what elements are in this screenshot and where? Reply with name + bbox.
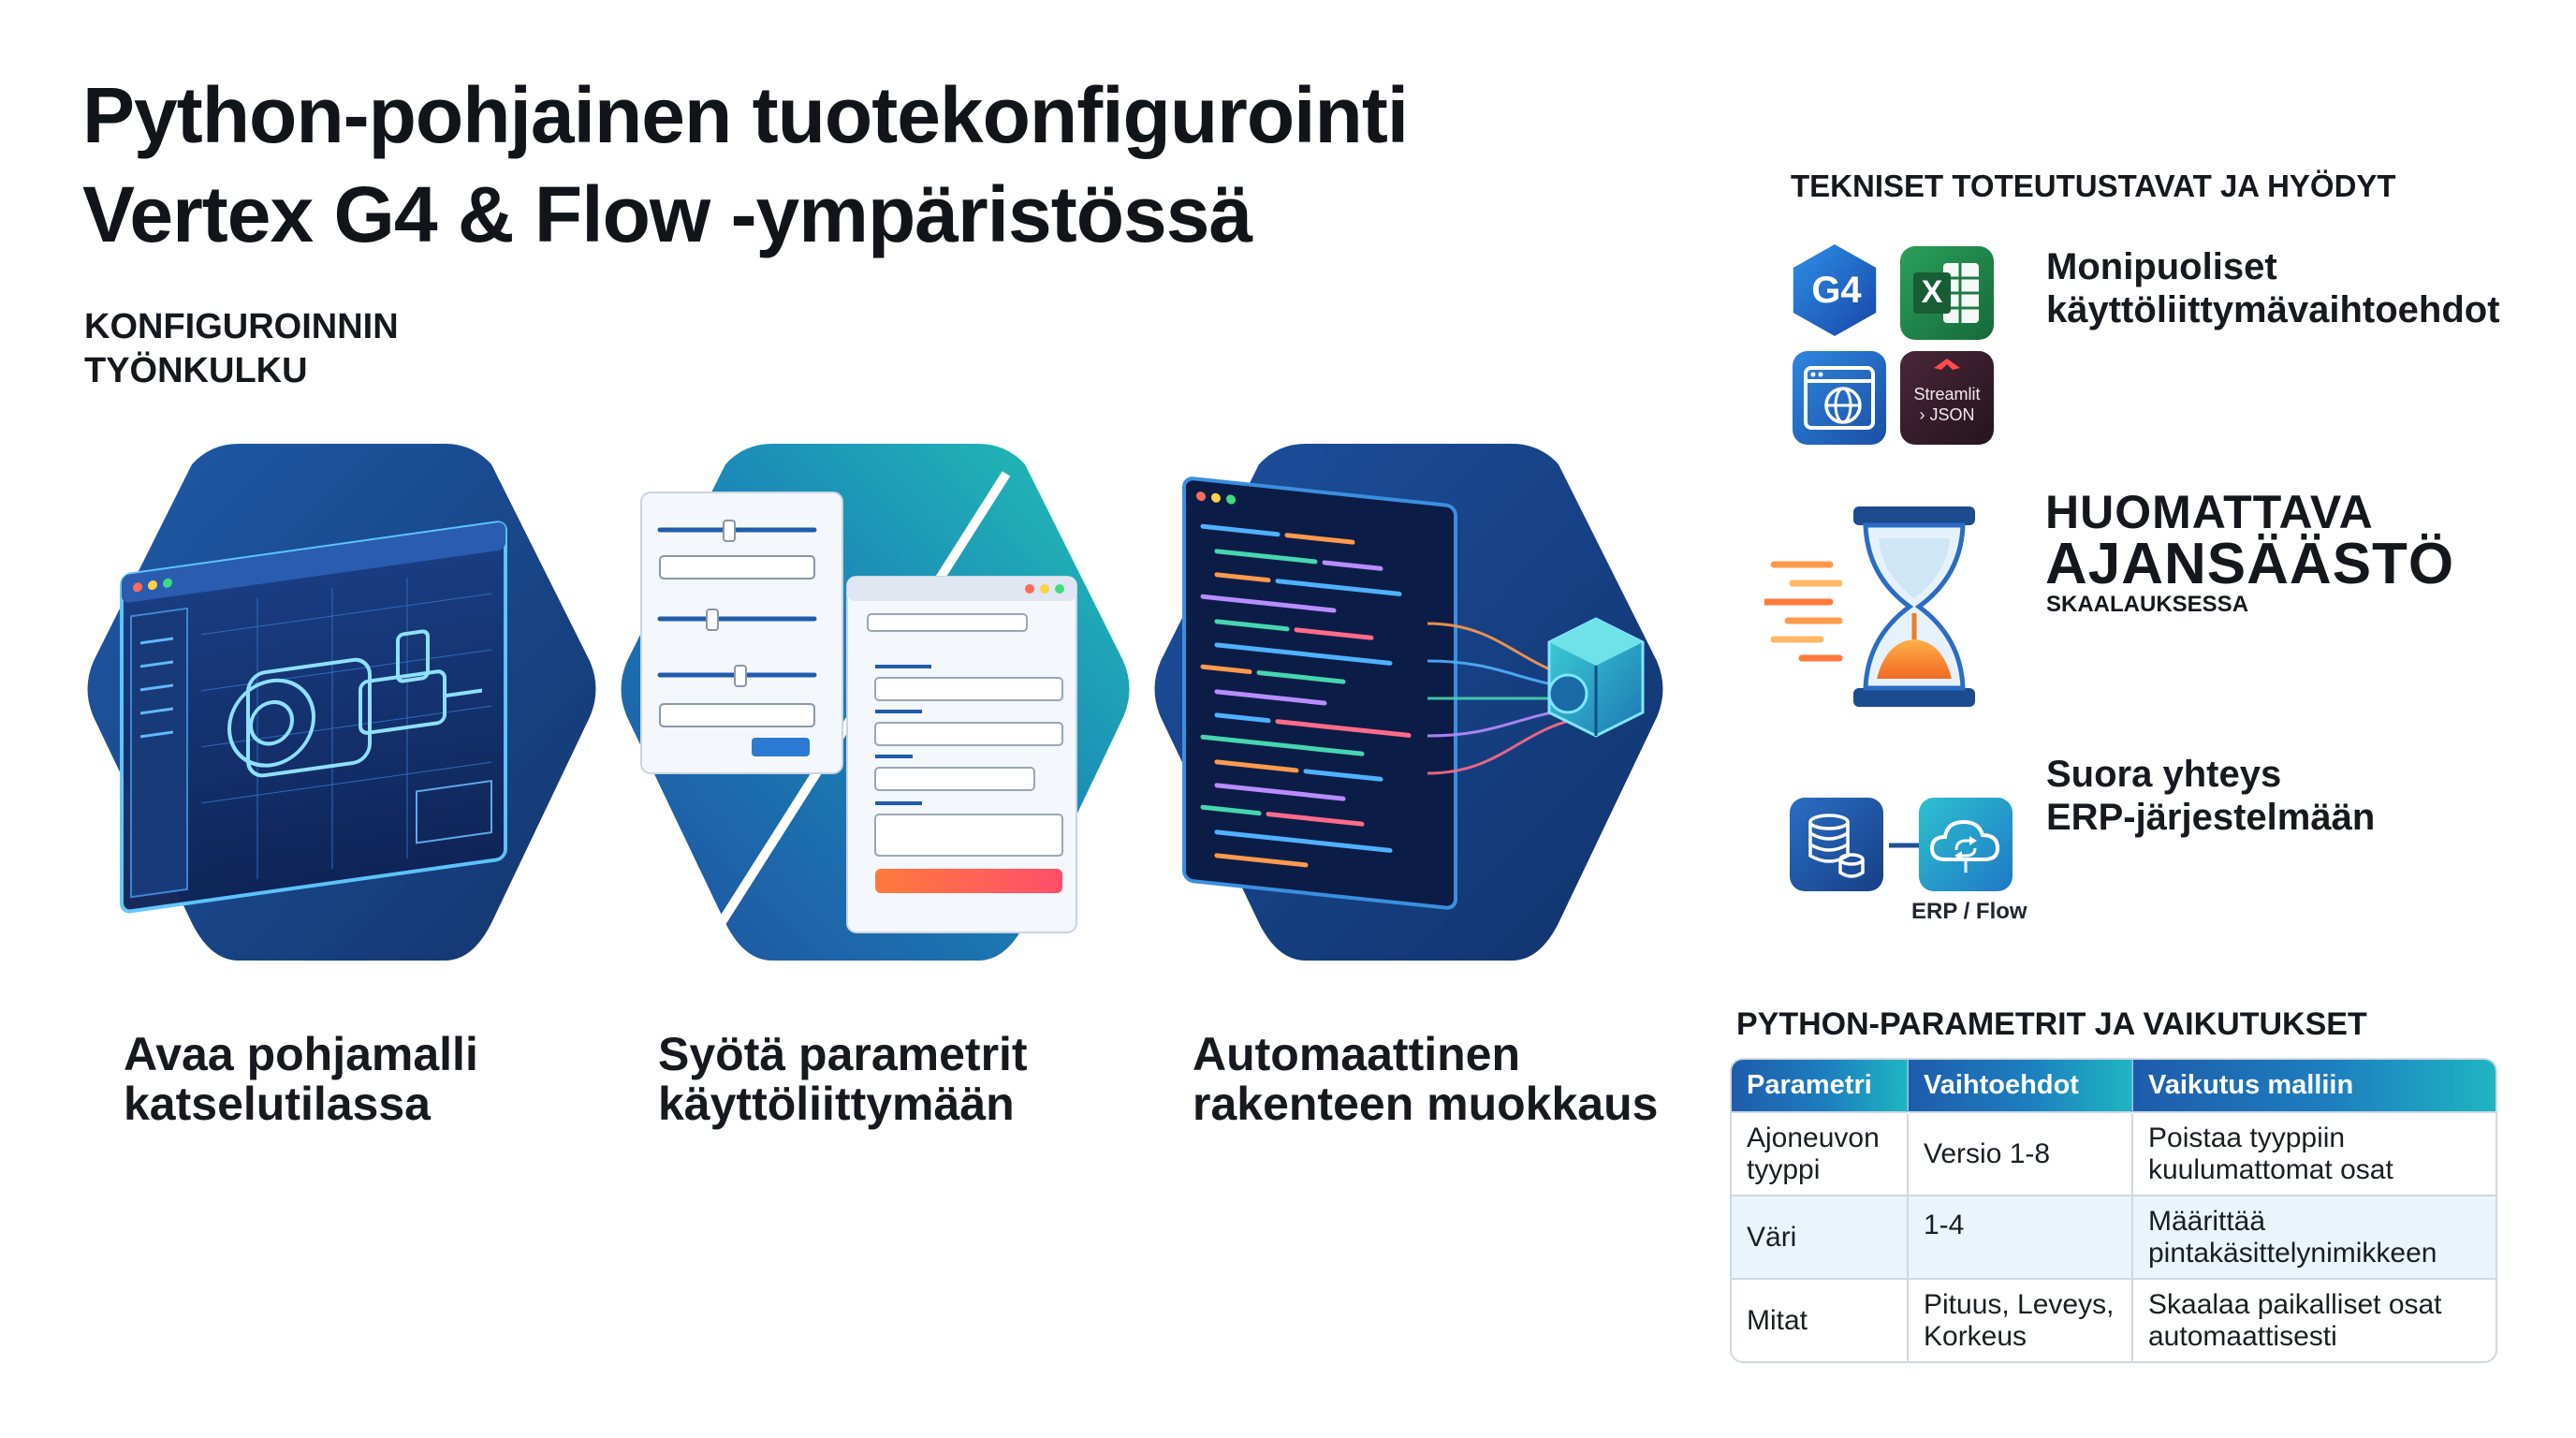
streamlit-label: Streamlit	[1913, 385, 1981, 404]
g4-icon: G4	[1788, 243, 1881, 337]
cell-text: Ajoneuvon	[1747, 1122, 1880, 1153]
table-row: Ajoneuvon tyyppi Versio 1-8 Poistaa tyyp…	[1732, 1110, 2496, 1196]
table-cell: Versio 1-8	[1908, 1110, 2133, 1196]
table-cell: Pituus, Leveys, Korkeus	[1908, 1278, 2133, 1361]
table-row: Väri 1-4 Määrittää pintakäsittelynimikke…	[1732, 1195, 2496, 1280]
cell-text: Korkeus	[1924, 1320, 2027, 1352]
streamlit-json-icon: Streamlit › JSON	[1900, 351, 1994, 445]
step2-illustration	[621, 444, 1130, 963]
column-header: Vaikutus malliin	[2132, 1060, 2496, 1112]
cell-text: Väri	[1747, 1221, 1797, 1253]
step1-caption-line2: katselutilassa	[124, 1078, 431, 1130]
table-cell: Poistaa tyyppiin kuulumattomat osat	[2132, 1110, 2496, 1196]
time-saving-title-line1: HUOMATTAVA	[2045, 486, 2374, 538]
ui-options-title-line2: käyttöliittymävaihtoehdot	[2046, 289, 2500, 330]
web-browser-icon	[1793, 351, 1886, 445]
hourglass-icon	[1764, 506, 1975, 707]
ui-options-title: Monipuoliset käyttöliittymävaihtoehdot	[2046, 245, 2500, 331]
step2-caption-line1: Syötä parametrit	[658, 1028, 1028, 1080]
table-cell: Skaalaa paikalliset osat automaattisesti	[2132, 1278, 2496, 1361]
table-header-row: Parametri Vaihtoehdot Vaikutus malliin	[1732, 1060, 2496, 1112]
time-saving-title-line2: AJANSÄÄSTÖ	[2045, 532, 2455, 596]
database-icon	[1790, 798, 1883, 891]
table-cell: 1-4	[1908, 1195, 2133, 1280]
step3-caption-line1: Automaattinen	[1193, 1028, 1520, 1080]
cell-text: Pituus, Leveys,	[1924, 1288, 2115, 1320]
workflow-heading: KONFIGUROINNIN TYÖNKULKU	[84, 305, 399, 393]
excel-label: X	[1921, 274, 1943, 310]
cell-text: 1-4	[1924, 1210, 1965, 1241]
params-heading: PYTHON-PARAMETRIT JA VAIKUTUKSET	[1736, 1006, 2367, 1042]
cell-text: kuulumattomat osat	[2148, 1153, 2393, 1185]
step3-caption-line2: rakenteen muokkaus	[1193, 1078, 1659, 1130]
excel-icon: X	[1900, 246, 1994, 340]
workflow-heading-line1: KONFIGUROINNIN	[84, 307, 399, 346]
step1-caption-line1: Avaa pohjamalli	[124, 1028, 478, 1080]
step3-caption: Automaattinen rakenteen muokkaus	[1193, 1030, 1658, 1129]
step2-caption: Syötä parametrit käyttöliittymään	[658, 1030, 1028, 1129]
table-cell: Ajoneuvon tyyppi	[1732, 1110, 1909, 1196]
step1-caption: Avaa pohjamalli katselutilassa	[124, 1030, 478, 1129]
step2-caption-line2: käyttöliittymään	[658, 1078, 1015, 1130]
cell-text: Skaalaa paikalliset osat	[2148, 1288, 2442, 1320]
tech-heading: TEKNISET TOTEUTUSTAVAT JA HYÖDYT	[1791, 169, 2396, 203]
erp-title: Suora yhteys ERP-järjestelmään	[2046, 753, 2375, 839]
page-title-line2: Vertex G4 & Flow -ympäristössä	[82, 170, 1252, 258]
cell-text: automaattisesti	[2148, 1320, 2337, 1352]
table-cell: Määrittää pintakäsittelynimikkeen	[2132, 1195, 2496, 1280]
erp-title-line2: ERP-järjestelmään	[2046, 797, 2376, 838]
time-saving-subtitle: SKAALAUKSESSA	[2046, 592, 2249, 617]
cell-text: pintakäsittelynimikkeen	[2148, 1237, 2437, 1269]
json-label: › JSON	[1919, 405, 1975, 424]
page-title: Python-pohjainen tuotekonfigurointi Vert…	[82, 66, 1409, 264]
cell-text: Mitat	[1747, 1304, 1808, 1336]
cell-text: Versio 1-8	[1924, 1137, 2051, 1169]
table-cell: Väri	[1732, 1195, 1909, 1280]
cell-text: Määrittää	[2148, 1205, 2266, 1237]
erp-flow-label: ERP / Flow	[1911, 899, 2027, 924]
step3-illustration	[1154, 444, 1663, 961]
erp-title-line1: Suora yhteys	[2046, 754, 2282, 795]
cell-text: Poistaa tyyppiin	[2148, 1122, 2346, 1153]
column-header: Vaihtoehdot	[1908, 1060, 2133, 1112]
page-title-line1: Python-pohjainen tuotekonfigurointi	[82, 71, 1409, 159]
step1-illustration	[87, 444, 596, 961]
cell-text: tyyppi	[1747, 1153, 1821, 1185]
table-cell: Mitat	[1732, 1278, 1909, 1361]
ui-options-title-line1: Monipuoliset	[2046, 246, 2277, 287]
cloud-sync-icon	[1919, 798, 2012, 891]
workflow-heading-line2: TYÖNKULKU	[84, 351, 308, 390]
column-header: Parametri	[1732, 1060, 1909, 1112]
g4-label: G4	[1811, 270, 1862, 311]
table-row: Mitat Pituus, Leveys, Korkeus Skaalaa pa…	[1732, 1278, 2496, 1361]
params-table: Parametri Vaihtoehdot Vaikutus malliin A…	[1730, 1058, 2497, 1363]
